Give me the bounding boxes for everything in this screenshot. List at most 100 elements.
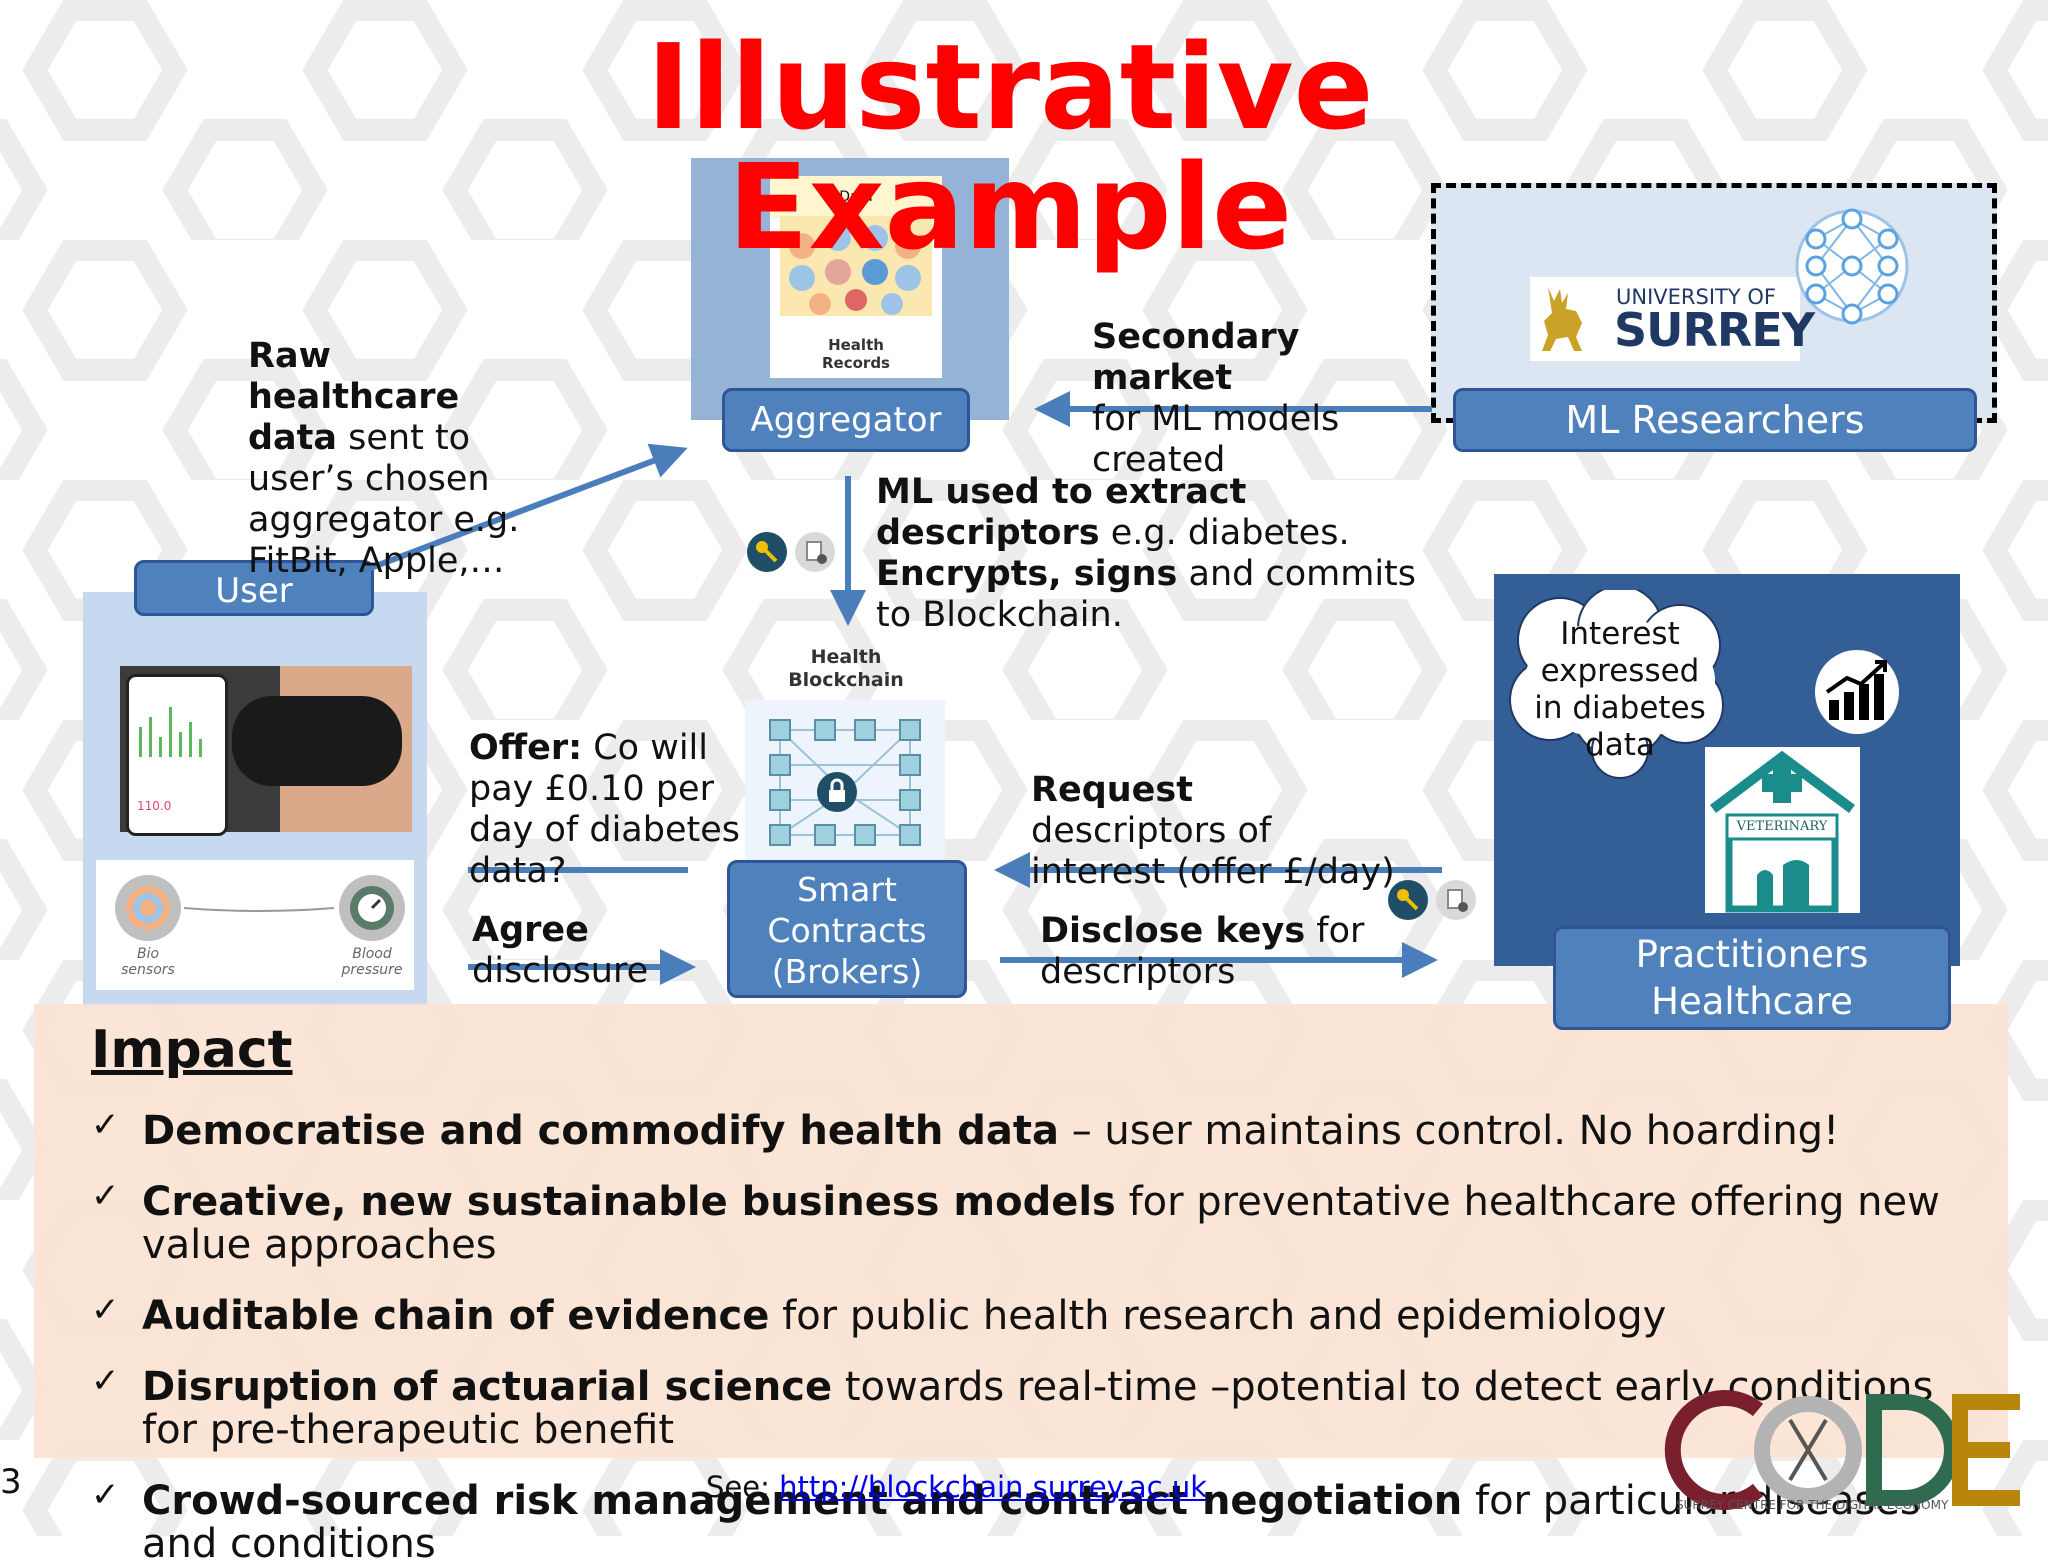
check-icon: ✓ — [91, 1290, 120, 1330]
ml-used-annotation: ML used to extract descriptors e.g. diab… — [876, 472, 1416, 636]
blood-pressure-caption: Blood pressure — [322, 946, 422, 978]
secondary-line3: for ML models — [1092, 399, 1340, 439]
bullet-1-rest: – user maintains control. No hoarding! — [1059, 1108, 1840, 1154]
practitioners-line1: Practitioners — [1635, 933, 1869, 976]
bullet-4-bold: Disruption of actuarial science — [142, 1364, 833, 1410]
health-blockchain-caption-2: Blockchain — [788, 669, 904, 691]
stag-icon — [1542, 287, 1582, 351]
wearable-photo: 110.0 — [120, 666, 412, 836]
practitioners-node[interactable]: Practitioners Healthcare providers — [1553, 926, 1951, 1030]
interest-cloud-text: Interest expressed in diabetes data — [1520, 616, 1720, 764]
title-line-2: Example — [727, 138, 1293, 276]
analytics-chart-icon — [1815, 650, 1899, 734]
aggregator-node[interactable]: Aggregator — [722, 388, 970, 452]
bullet-3-rest: for public health research and epidemiol… — [769, 1293, 1667, 1339]
health-records-image: Data Health Records — [770, 176, 942, 378]
blood-pressure-caption-2: pressure — [341, 962, 403, 978]
bio-sensors-caption: Bio sensors — [98, 946, 198, 978]
health-records-caption: Health Records — [770, 336, 942, 372]
interest-cloud-shape — [1509, 590, 1724, 779]
user-node[interactable]: User — [134, 560, 374, 616]
request-annotation: Request descriptors of interest (offer £… — [1031, 770, 1395, 893]
bio-sensors-caption-1: Bio — [136, 946, 160, 962]
see-link-line: See: http://blockchain.surrey.ac.uk — [706, 1470, 1207, 1504]
health-records-caption-line2: Records — [822, 354, 890, 372]
offer-line3: day of diabetes — [469, 810, 740, 850]
blood-pressure-caption-1: Blood — [352, 946, 392, 962]
dna-icon — [1788, 1418, 1828, 1482]
blood-pressure-icon — [339, 875, 405, 941]
request-line2: descriptors of — [1031, 811, 1272, 851]
check-icon: ✓ — [91, 1361, 120, 1401]
check-icon: ✓ — [91, 1105, 120, 1145]
health-records-caption-line1: Health — [828, 336, 884, 354]
bio-sensors-caption-2: sensors — [121, 962, 175, 978]
bullet-1-bold: Democratise and commodify health data — [142, 1108, 1059, 1154]
arrow-user-to-aggregator — [358, 443, 688, 575]
offer-line1-rest: Co will — [582, 728, 709, 768]
raw-line3-bold: data — [248, 418, 338, 458]
neural-network-icon — [1795, 208, 1909, 325]
bullet-5-rest2: and conditions — [142, 1521, 436, 1567]
ml-researchers-node[interactable]: ML Researchers — [1453, 388, 1977, 452]
phone-screen: 110.0 — [126, 674, 228, 836]
health-blockchain-caption: Health Blockchain — [760, 646, 932, 692]
interest-line1: Interest — [1560, 616, 1680, 652]
ml-used-line1: ML used to extract — [876, 472, 1247, 512]
smart-contracts-line3: (Brokers) — [771, 952, 923, 991]
check-icon: ✓ — [91, 1475, 120, 1515]
raw-line1: Raw — [248, 336, 331, 376]
agree-line1: Agree — [472, 910, 589, 950]
bullet-2-bold: Creative, new sustainable business model… — [142, 1179, 1116, 1225]
smart-contracts-node[interactable]: Smart Contracts (Brokers) — [727, 860, 967, 998]
secondary-market-annotation: Secondary market for ML models created — [1092, 317, 1339, 481]
smart-contracts-line2: Contracts — [767, 911, 927, 950]
health-blockchain-caption-1: Health — [810, 646, 882, 668]
ml-used-line2-rest: e.g. diabetes. — [1099, 513, 1350, 553]
title-line-1: Illustrative — [646, 18, 1374, 156]
key-lock-icons-bottom — [1388, 880, 1476, 920]
raw-line4: user’s chosen — [248, 459, 490, 499]
surrey-logo-line1: UNIVERSITY OF — [1616, 285, 1776, 309]
raw-line2: healthcare — [248, 377, 460, 417]
veterinary-sign: VETERINARY — [1736, 819, 1828, 834]
raw-data-annotation: Raw healthcare data sent to user’s chose… — [248, 336, 519, 582]
raw-line6: FitBit, Apple,… — [248, 541, 505, 581]
health-records-title: Data — [770, 176, 942, 218]
university-of-surrey-logo: UNIVERSITY OF SURREY — [1530, 277, 1815, 361]
check-icon: ✓ — [91, 1176, 120, 1216]
disclose-line1-rest: for — [1305, 911, 1365, 951]
phone-readout: 110.0 — [137, 799, 172, 813]
secondary-line1: Secondary — [1092, 317, 1300, 357]
disclose-line2: descriptors — [1040, 952, 1236, 992]
ml-used-line3-rest: and commits — [1177, 554, 1417, 594]
ml-used-line2-bold: descriptors — [876, 513, 1100, 553]
agree-line2: disclosure — [472, 951, 649, 991]
disclose-line1-bold: Disclose keys — [1040, 911, 1306, 951]
offer-line4: data? — [469, 851, 567, 891]
see-label: See: — [706, 1470, 780, 1504]
blockchain-network-icon — [745, 700, 945, 860]
secondary-line2: market — [1092, 358, 1233, 398]
secondary-line4: created — [1092, 440, 1226, 480]
key-lock-icons-top — [747, 532, 835, 572]
practitioners-line2: Healthcare — [1651, 980, 1853, 1023]
interest-line4: data — [1585, 727, 1655, 763]
interest-line2: expressed — [1540, 653, 1700, 689]
request-line3: interest (offer £/day) — [1031, 852, 1395, 892]
veterinary-clinic-icon: VETERINARY — [1705, 747, 1860, 913]
blockchain-surrey-link[interactable]: http://blockchain.surrey.ac.uk — [779, 1470, 1208, 1504]
bullet-2-rest2: value approaches — [142, 1222, 497, 1268]
raw-line5: aggregator e.g. — [248, 500, 520, 540]
disclose-annotation: Disclose keys for descriptors — [1040, 911, 1364, 993]
impact-panel — [34, 1004, 2008, 1458]
surrey-logo-line2: SURREY — [1614, 303, 1815, 357]
smart-contracts-line1: Smart — [797, 870, 897, 909]
sensor-link-line — [184, 907, 334, 912]
impact-heading: Impact — [91, 1020, 293, 1080]
raw-line3-rest: sent to — [337, 418, 471, 458]
interest-line3: in diabetes — [1534, 690, 1706, 726]
bullet-5-bold: Crowd-sourced risk management and contra… — [142, 1478, 1463, 1524]
slide-number: 3 — [0, 1462, 22, 1502]
